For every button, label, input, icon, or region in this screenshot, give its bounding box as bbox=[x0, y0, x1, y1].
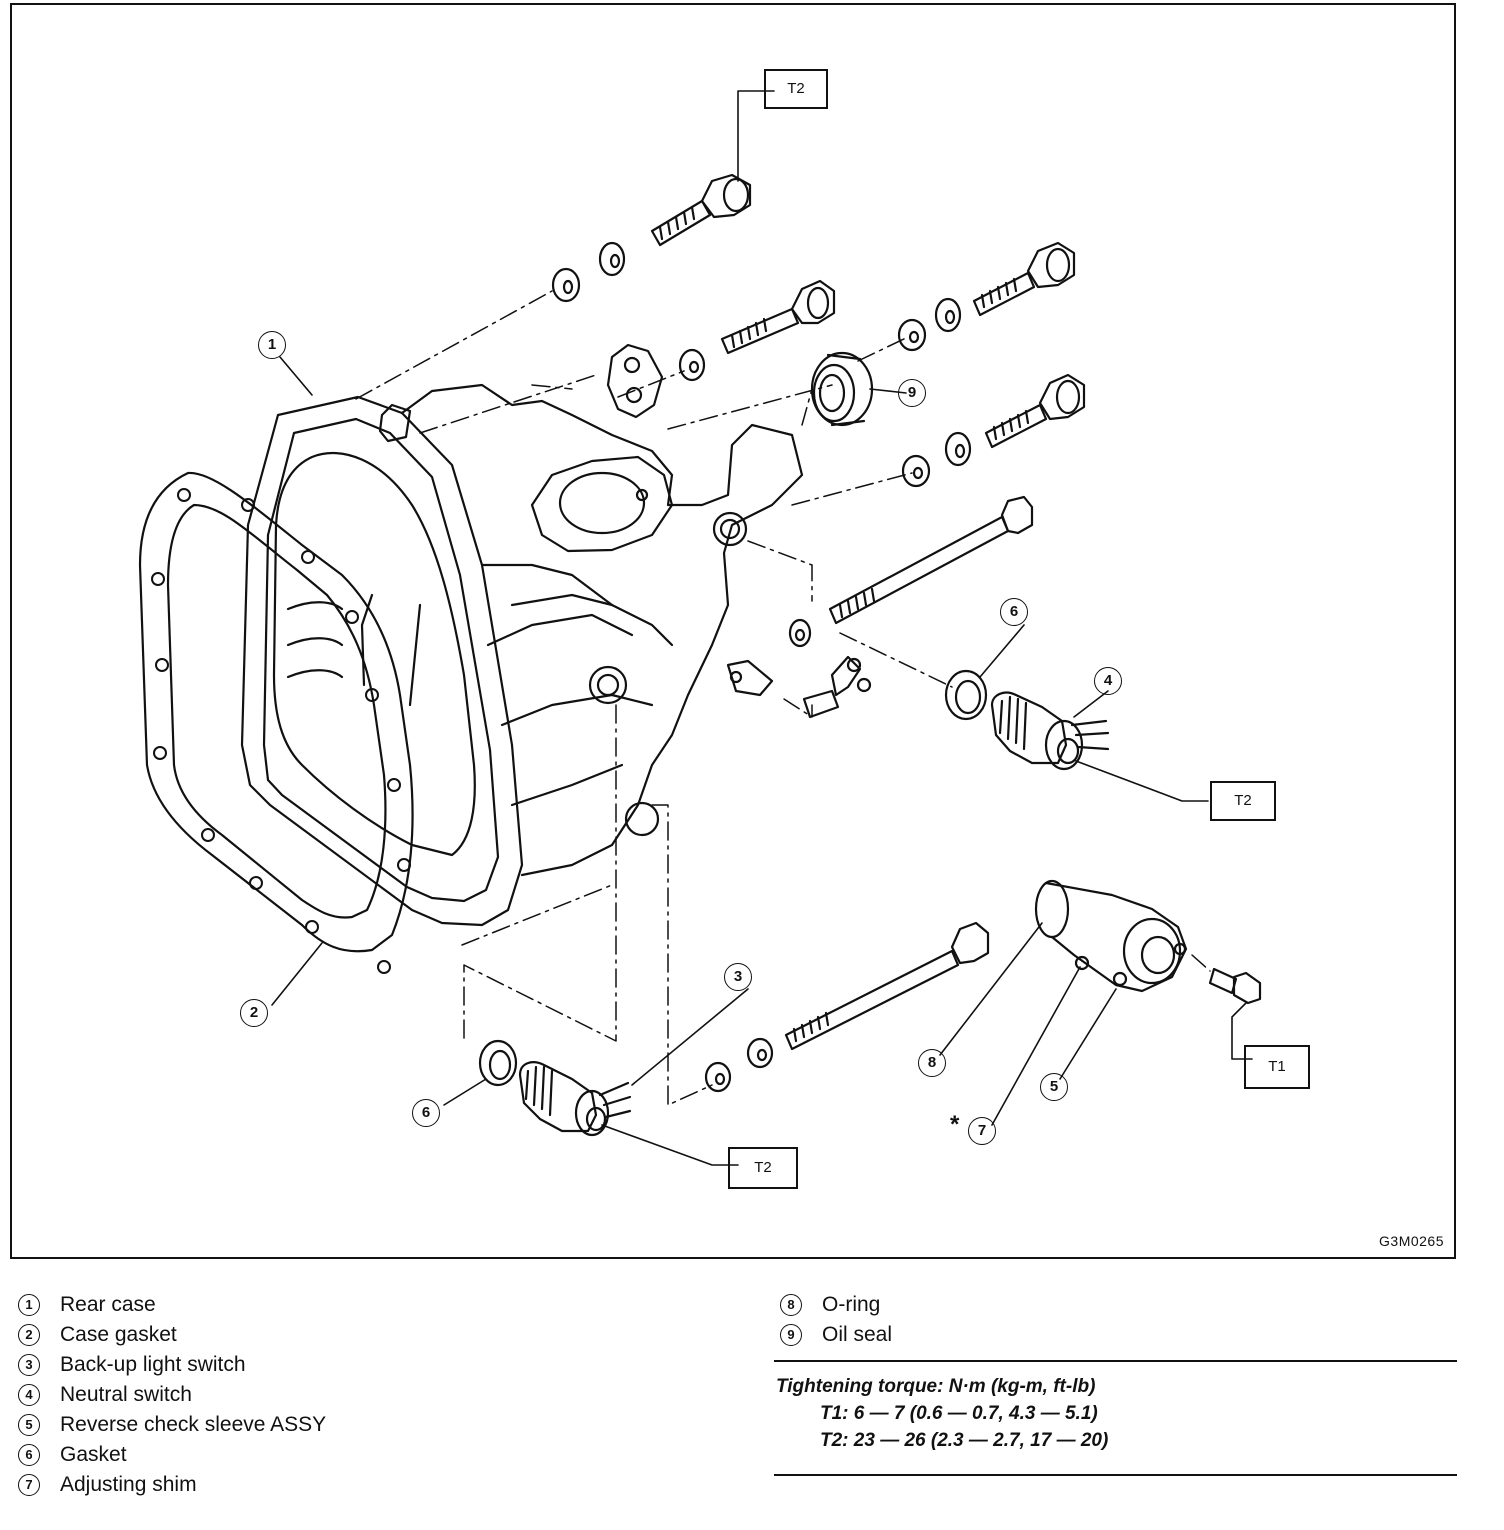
legend-number: 3 bbox=[18, 1354, 40, 1376]
torque-tag-top: T2 bbox=[764, 69, 828, 109]
legend-item: 2 Case gasket bbox=[18, 1320, 326, 1350]
neutral-switch bbox=[990, 691, 1110, 771]
legend-item: 9 Oil seal bbox=[780, 1320, 892, 1350]
legend-number: 7 bbox=[18, 1474, 40, 1496]
figure-code: G3M0265 bbox=[1379, 1233, 1444, 1249]
legend-label: Neutral switch bbox=[60, 1383, 192, 1406]
callout-4: 4 bbox=[1094, 667, 1122, 695]
legend-item: 5 Reverse check sleeve ASSY bbox=[18, 1410, 326, 1440]
callout-asterisk: * bbox=[950, 1111, 960, 1138]
legend-number: 4 bbox=[18, 1384, 40, 1406]
callout-2: 2 bbox=[240, 999, 268, 1027]
torque-t2: T2: 23 — 26 (2.3 — 2.7, 17 — 20) bbox=[820, 1430, 1109, 1451]
callout-5: 5 bbox=[1040, 1073, 1068, 1101]
legend-label: Rear case bbox=[60, 1293, 156, 1316]
rear-case bbox=[240, 383, 804, 927]
upper-right-bolt-assembly bbox=[897, 241, 1076, 352]
long-rod bbox=[788, 495, 1034, 648]
callout-9: 9 bbox=[898, 379, 926, 407]
legend-label: O-ring bbox=[822, 1293, 881, 1316]
middle-right-bolt-assembly bbox=[901, 373, 1086, 488]
legend-item: 6 Gasket bbox=[18, 1440, 326, 1470]
torque-tag-sleeve-bolt: T1 bbox=[1244, 1045, 1310, 1089]
torque-title: Tightening torque: N·m (kg-m, ft-lb) bbox=[776, 1376, 1096, 1397]
callout-8: 8 bbox=[918, 1049, 946, 1077]
legend-item: 8 O-ring bbox=[780, 1290, 892, 1320]
reverse-check-sleeve bbox=[1034, 879, 1188, 993]
torque-tag-backup-switch: T2 bbox=[728, 1147, 798, 1189]
oil-seal bbox=[810, 351, 874, 427]
neutral-switch-gasket bbox=[944, 669, 988, 721]
legend-left: 1 Rear case 2 Case gasket 3 Back-up light s… bbox=[18, 1290, 326, 1500]
legend-number: 5 bbox=[18, 1414, 40, 1436]
legend-item: 4 Neutral switch bbox=[18, 1380, 326, 1410]
top-bolt-assembly bbox=[551, 173, 752, 303]
callout-3: 3 bbox=[724, 963, 752, 991]
bracket-bolt-assembly bbox=[606, 279, 836, 419]
legend-right: 8 O-ring 9 Oil seal bbox=[780, 1290, 892, 1350]
legend-item: 1 Rear case bbox=[18, 1290, 326, 1320]
legend-label: Gasket bbox=[60, 1443, 127, 1466]
backup-switch-gasket bbox=[478, 1039, 518, 1087]
legend-label: Adjusting shim bbox=[60, 1473, 197, 1496]
torque-t1: T1: 6 — 7 (0.6 — 0.7, 4.3 — 5.1) bbox=[820, 1403, 1098, 1424]
exploded-view-drawing bbox=[138, 90, 1262, 1166]
callout-6-lower: 6 bbox=[412, 1099, 440, 1127]
legend-label: Back-up light switch bbox=[60, 1353, 246, 1376]
torque-tag-neutral-switch: T2 bbox=[1210, 781, 1276, 821]
legend-label: Oil seal bbox=[822, 1323, 893, 1346]
legend-number: 6 bbox=[18, 1444, 40, 1466]
alignment-lines bbox=[355, 290, 1211, 1106]
leader-lines bbox=[271, 90, 1253, 1166]
legend-number: 2 bbox=[18, 1324, 40, 1346]
reverse-check-bolt bbox=[1208, 967, 1262, 1005]
legend-number: 9 bbox=[780, 1324, 802, 1346]
callout-1: 1 bbox=[258, 331, 286, 359]
lower-rod-assembly bbox=[704, 921, 990, 1093]
legend-number: 8 bbox=[780, 1294, 802, 1316]
legend-item: 7 Adjusting shim bbox=[18, 1470, 326, 1500]
callout-6-upper: 6 bbox=[1000, 598, 1028, 626]
case-gasket bbox=[138, 471, 414, 974]
legend-label: Reverse check sleeve ASSY bbox=[60, 1413, 327, 1436]
legend-label: Case gasket bbox=[60, 1323, 177, 1346]
detent-parts bbox=[726, 655, 872, 719]
callout-7: 7 bbox=[968, 1117, 996, 1145]
legend-number: 1 bbox=[18, 1294, 40, 1316]
exploded-view-figure: 1 2 3 4 5 6 6 * 7 8 9 T2 T2 T2 T1 G3M026… bbox=[10, 3, 1456, 1259]
legend-item: 3 Back-up light switch bbox=[18, 1350, 326, 1380]
backup-light-switch bbox=[518, 1061, 632, 1137]
tightening-torque-box: Tightening torque: N·m (kg-m, ft-lb) T1:… bbox=[774, 1360, 1457, 1476]
